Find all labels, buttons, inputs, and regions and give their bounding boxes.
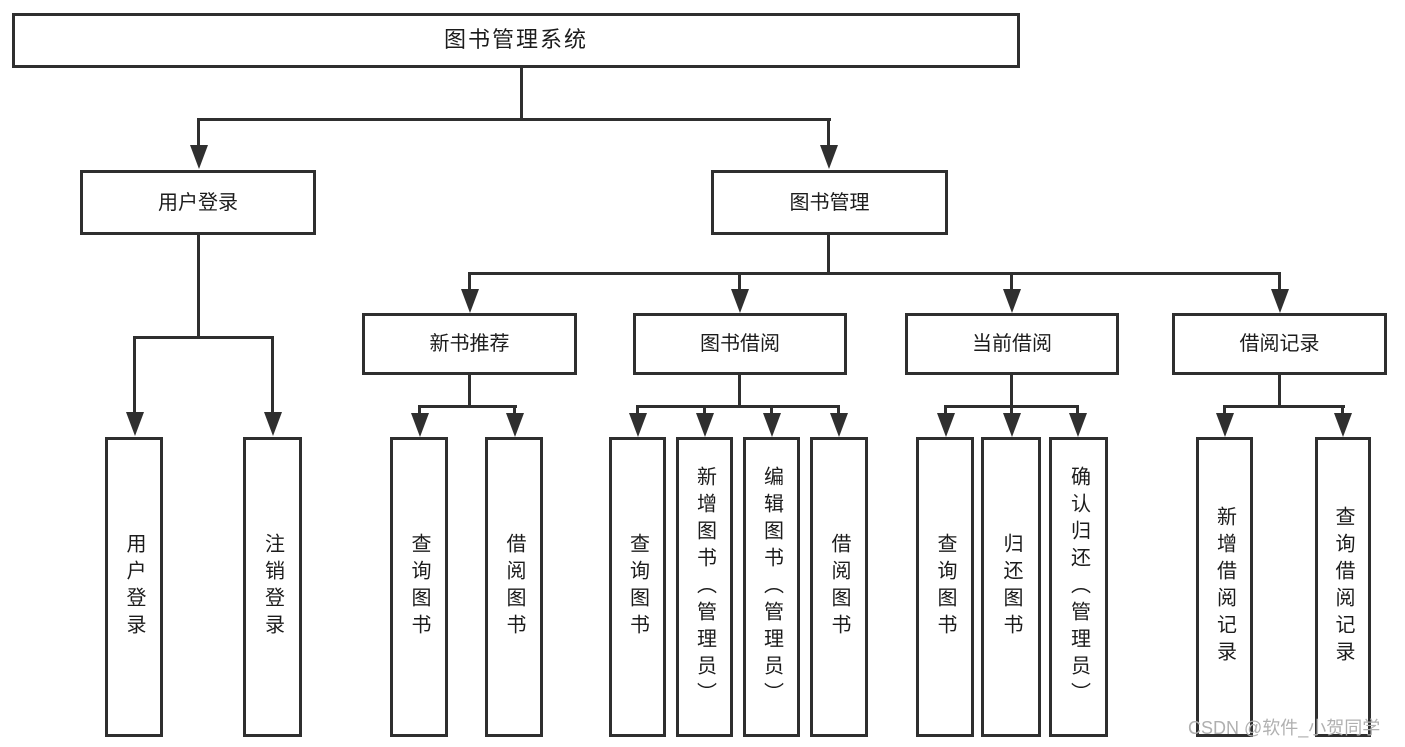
- leaf-borrow-books-recommend: 借阅图书: [485, 437, 543, 737]
- leaf-add-borrow-record: 新增借阅记录: [1196, 437, 1253, 737]
- arrowhead-down-icon: [1334, 413, 1352, 437]
- connector-records-stem: [1278, 375, 1281, 407]
- connector-leaf-stem: [1010, 405, 1013, 415]
- node-book-borrowing: 图书借阅: [633, 313, 847, 375]
- node-book-management: 图书管理: [711, 170, 948, 235]
- connector-leaf-stem: [837, 405, 840, 415]
- leaf-query-books-recommend: 查询图书: [390, 437, 448, 737]
- leaf-user-login: 用户登录: [105, 437, 163, 737]
- connector-newbook-hline: [418, 405, 517, 408]
- arrowhead-down-icon: [126, 412, 144, 436]
- arrowhead-down-icon: [731, 289, 749, 313]
- connector-user-login-stem: [197, 118, 200, 146]
- node-user-login: 用户登录: [80, 170, 316, 235]
- connector-leaf-stem: [703, 405, 706, 415]
- node-new-book-recommendation: 新书推荐: [362, 313, 577, 375]
- connector-user-subtree-stem: [197, 235, 200, 337]
- leaf-edit-books-admin: 编辑图书（管理员）: [743, 437, 800, 737]
- connector-mgmt-subtree-hline: [468, 272, 1281, 275]
- node-library-management-system: 图书管理系统: [12, 13, 1020, 68]
- node-borrowing-records: 借阅记录: [1172, 313, 1387, 375]
- leaf-add-books-admin: 新增图书（管理员）: [676, 437, 733, 737]
- leaf-return-books: 归还图书: [981, 437, 1041, 737]
- arrowhead-down-icon: [461, 289, 479, 313]
- arrowhead-down-icon: [1003, 413, 1021, 437]
- connector-current-stem: [1010, 375, 1013, 407]
- connector-borrow-hline: [636, 405, 840, 408]
- connector-mgmt-subtree-stem: [827, 235, 830, 273]
- leaf-query-books-borrow: 查询图书: [609, 437, 666, 737]
- connector-leaf-stem: [636, 405, 639, 415]
- csdn-watermark: CSDN @软件_小贺同学: [1188, 718, 1381, 738]
- leaf-logout: 注销登录: [243, 437, 302, 737]
- connector-leaf-stem: [1341, 405, 1344, 415]
- connector-level3-stem: [468, 272, 471, 290]
- connector-leaf-stem: [944, 405, 947, 415]
- leaf-borrow-books: 借阅图书: [810, 437, 868, 737]
- arrowhead-down-icon: [696, 413, 714, 437]
- connector-borrow-stem: [738, 375, 741, 407]
- arrowhead-down-icon: [1003, 289, 1021, 313]
- arrowhead-down-icon: [411, 413, 429, 437]
- arrowhead-down-icon: [937, 413, 955, 437]
- connector-leaf-stem: [418, 405, 421, 415]
- arrowhead-down-icon: [1069, 413, 1087, 437]
- connector-root-hline: [197, 118, 831, 121]
- node-current-borrowing: 当前借阅: [905, 313, 1119, 375]
- connector-level3-stem: [738, 272, 741, 290]
- connector-level3-stem: [1010, 272, 1013, 290]
- leaf-query-books-current: 查询图书: [916, 437, 974, 737]
- arrowhead-down-icon: [830, 413, 848, 437]
- connector-root-stem: [520, 68, 523, 118]
- arrowhead-down-icon: [1216, 413, 1234, 437]
- connector-leaf-stem: [1076, 405, 1079, 415]
- leaf-confirm-return-admin: 确认归还（管理员）: [1049, 437, 1108, 737]
- arrowhead-down-icon: [190, 145, 208, 169]
- connector-leaf-stem: [770, 405, 773, 415]
- connector-leaf-stem: [513, 405, 516, 415]
- arrowhead-down-icon: [1271, 289, 1289, 313]
- arrowhead-down-icon: [264, 412, 282, 436]
- arrowhead-down-icon: [506, 413, 524, 437]
- arrowhead-down-icon: [820, 145, 838, 169]
- arrowhead-down-icon: [763, 413, 781, 437]
- connector-leaf-stem: [271, 336, 274, 413]
- connector-leaf-stem: [133, 336, 136, 413]
- connector-user-subtree-hline: [133, 336, 274, 339]
- connector-leaf-stem: [1223, 405, 1226, 415]
- leaf-query-borrow-record: 查询借阅记录: [1315, 437, 1371, 737]
- connector-records-hline: [1223, 405, 1345, 408]
- connector-newbook-stem: [468, 375, 471, 407]
- connector-book-mgmt-stem: [827, 118, 830, 146]
- arrowhead-down-icon: [629, 413, 647, 437]
- connector-level3-stem: [1278, 272, 1281, 290]
